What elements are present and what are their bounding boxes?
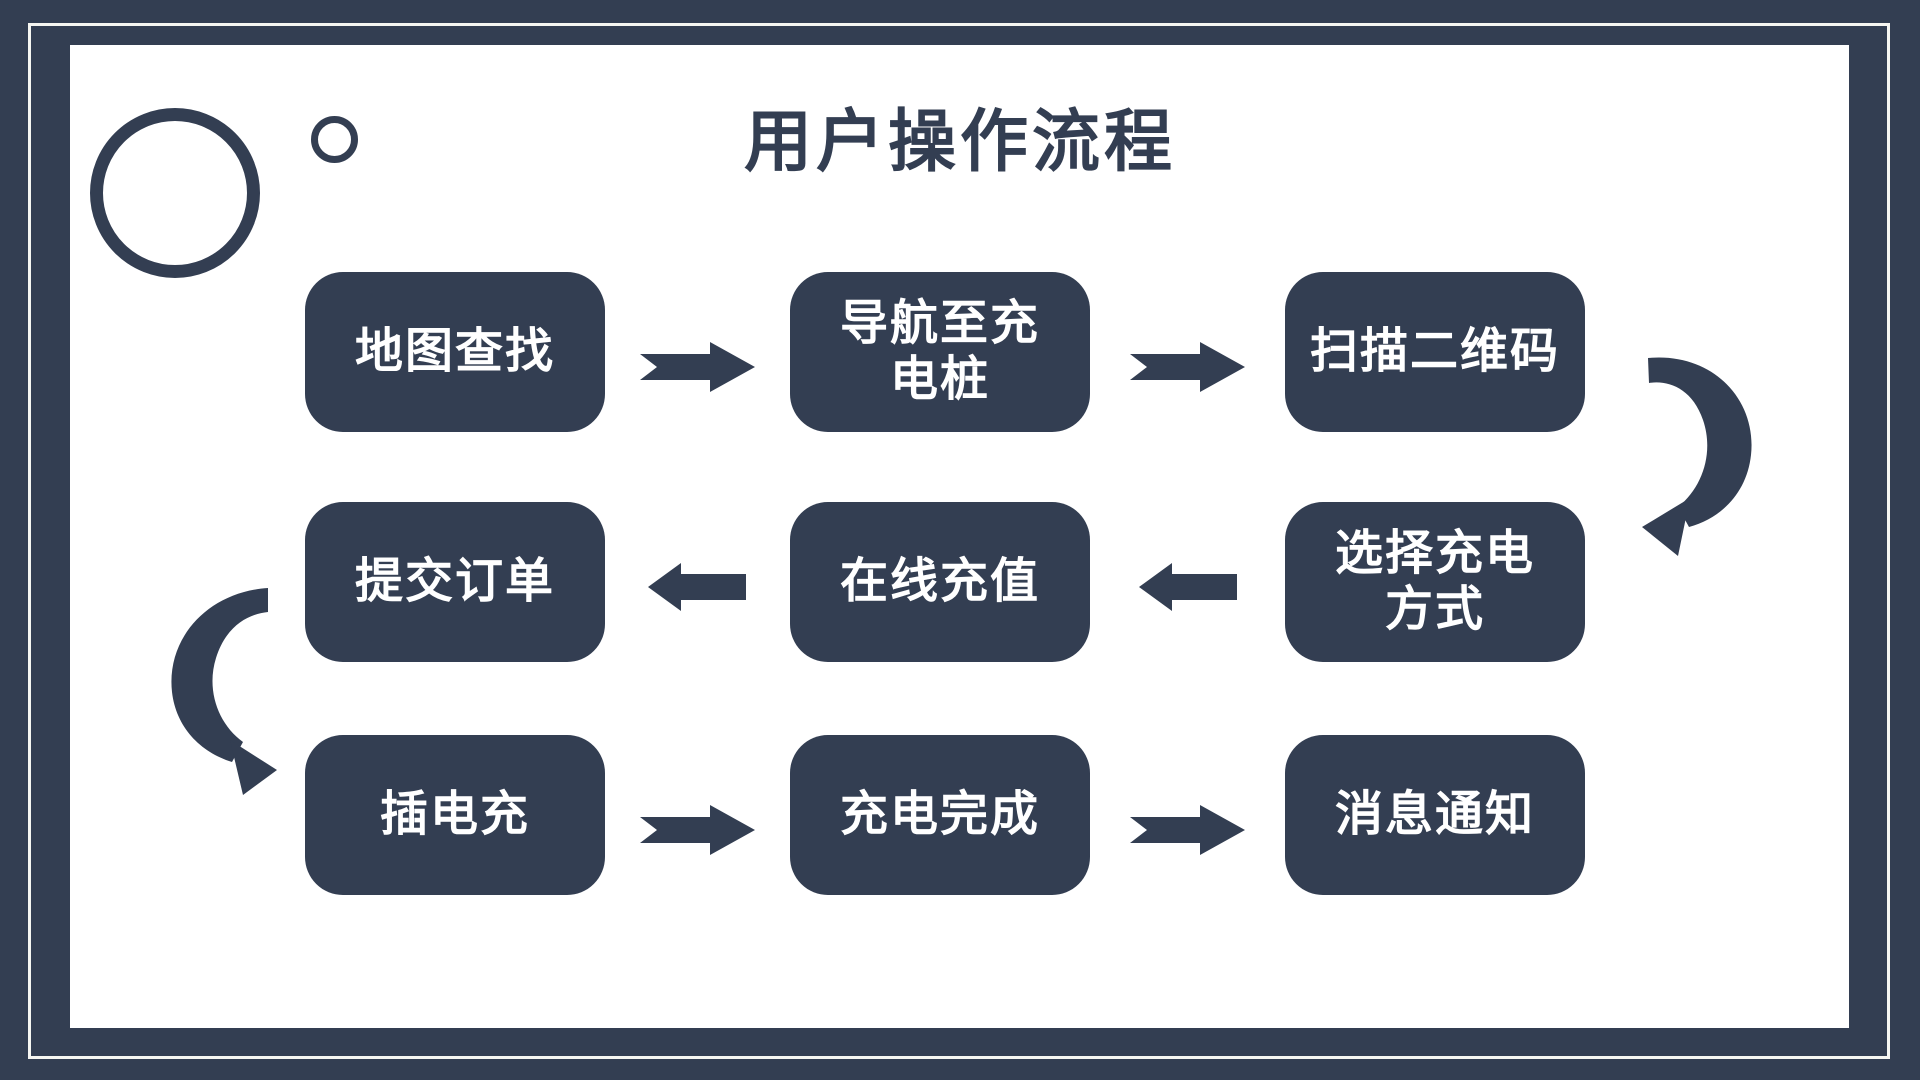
arrow-right-icon xyxy=(1130,805,1245,855)
arrow-left-icon xyxy=(1139,563,1237,611)
curved-arrow-down-left-icon xyxy=(1630,350,1760,560)
frame-inner-border xyxy=(28,23,1890,1059)
arrow-right-icon xyxy=(640,342,755,392)
curved-arrow-down-right-icon xyxy=(165,580,285,805)
arrow-right-icon xyxy=(640,805,755,855)
flow-step-map-search: 地图查找 xyxy=(305,272,605,432)
flow-step-online-recharge: 在线充值 xyxy=(790,502,1090,662)
arrow-right-icon xyxy=(1130,342,1245,392)
flow-step-charging-complete: 充电完成 xyxy=(790,735,1090,895)
arrow-left-icon xyxy=(648,563,746,611)
page-title: 用户操作流程 xyxy=(743,104,1176,180)
flow-step-plug-in-charge: 插电充 xyxy=(305,735,605,895)
flow-step-scan-qr-code: 扫描二维码 xyxy=(1285,272,1585,432)
flow-step-submit-order: 提交订单 xyxy=(305,502,605,662)
flow-step-message-notification: 消息通知 xyxy=(1285,735,1585,895)
decorative-circle-small xyxy=(311,116,358,163)
flow-step-navigate-to-charger: 导航至充 电桩 xyxy=(790,272,1090,432)
flow-step-choose-charging-mode: 选择充电 方式 xyxy=(1285,502,1585,662)
